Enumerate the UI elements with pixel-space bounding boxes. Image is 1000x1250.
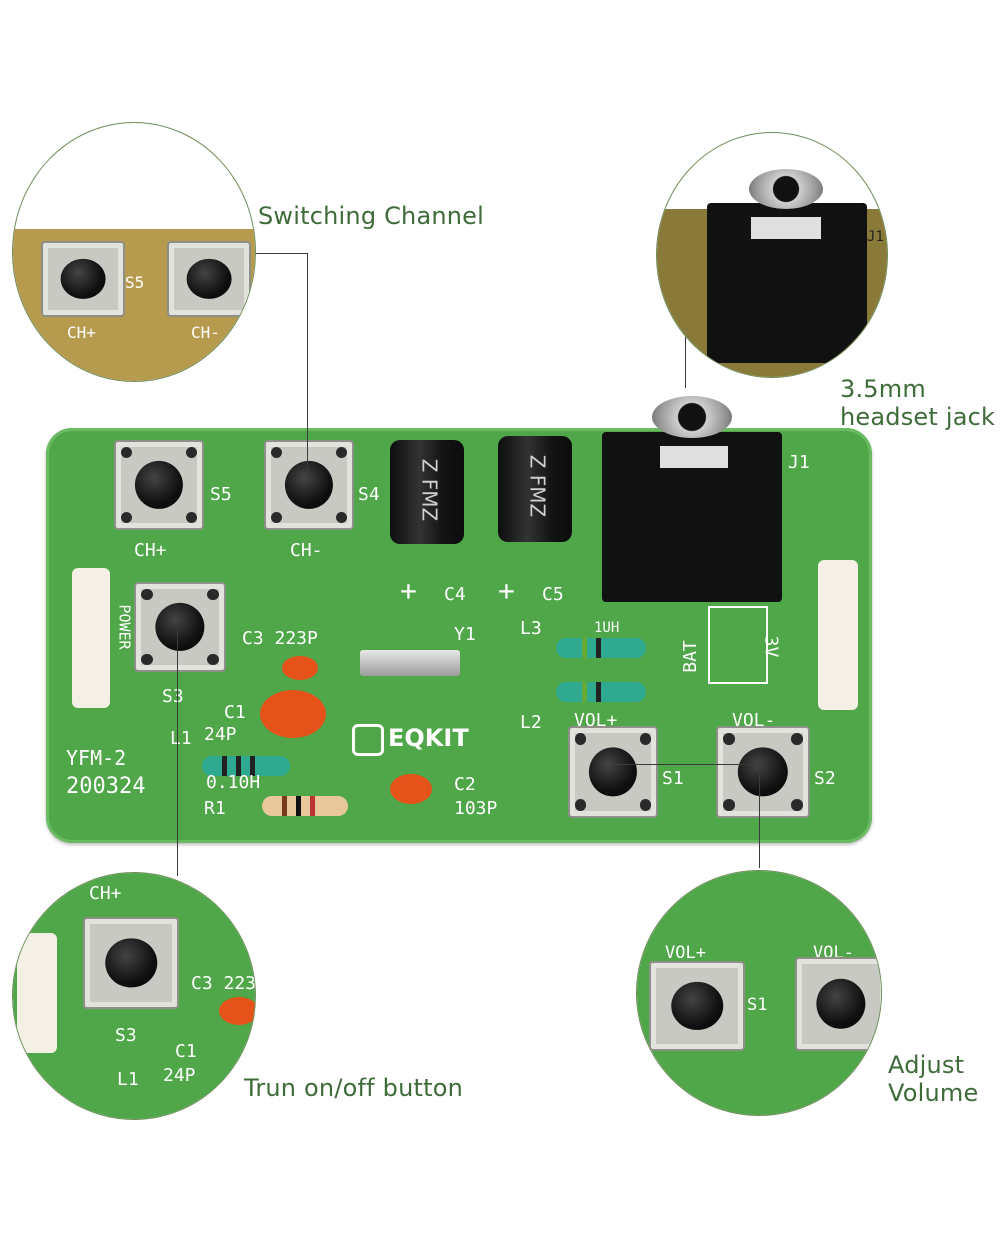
s5-ref: S5 [210, 484, 232, 505]
zoom-vol-minus-button [795, 957, 881, 1051]
inductor-l3 [556, 638, 646, 658]
c4-label: C4 [444, 584, 466, 605]
model-label: YFM-2 [66, 746, 127, 770]
leader-volume-v [759, 764, 760, 868]
zoom-power-lug [17, 933, 57, 1053]
power-button-caption: Trun on/off button [244, 1074, 464, 1102]
zoom-s1-ref: S1 [747, 995, 768, 1015]
c1-label: C1 [224, 702, 246, 723]
r1-label: R1 [204, 798, 226, 819]
left-mounting-lug [72, 568, 110, 708]
crystal-y1 [360, 650, 460, 676]
l1-label: L1 [170, 728, 192, 749]
zoom-s3-ref: S3 [115, 1025, 137, 1046]
c1-value: 24P [204, 724, 237, 745]
l3-label: L3 [520, 618, 542, 639]
zoom-c3-label: C3 223P [191, 973, 256, 994]
pcb-board: S5 CH+ S4 CH- Z FMZ Z FMZ + C4 + C5 J1 B… [46, 396, 872, 843]
s3-ref: S3 [162, 686, 184, 707]
c4-plus: + [400, 574, 417, 607]
right-mounting-lug [818, 560, 858, 710]
zoom-channel-buttons: S5 CH+ CH- [12, 122, 256, 382]
l1-value: 0.10H [206, 772, 261, 793]
c2-value: 103P [454, 798, 498, 819]
j1-label: J1 [788, 452, 810, 473]
leader-channel-v [307, 253, 308, 478]
zoom-ch-plus-label: CH+ [67, 323, 96, 342]
vol-minus-label: VOL- [732, 710, 776, 731]
volume-caption-line2: Volume [888, 1079, 979, 1107]
brand-logo [352, 724, 384, 756]
resistor-r1 [262, 796, 348, 816]
leader-power [177, 628, 178, 876]
c2-label: C2 [454, 774, 476, 795]
zoom-s3-button [83, 917, 179, 1009]
vol-plus-label: VOL+ [574, 710, 618, 731]
s2-ref: S2 [814, 768, 836, 789]
zoom-power-button: CH+ S3 C3 223P C1 24P L1 [12, 872, 256, 1120]
vol-plus-button[interactable] [568, 726, 658, 818]
l2-label: L2 [520, 712, 542, 733]
headset-jack-caption-line2: headset jack [840, 403, 996, 431]
zoom-c1-value: 24P [163, 1065, 196, 1086]
s1-ref: S1 [662, 768, 684, 789]
s4-ref: S4 [358, 484, 380, 505]
ch-plus-button[interactable] [114, 440, 204, 530]
c3-label: C3 223P [242, 628, 318, 649]
inductor-l2 [556, 682, 646, 702]
leader-volume-h [612, 764, 760, 765]
switching-channel-caption: Switching Channel [258, 202, 485, 230]
headset-jack-caption-line1: 3.5mm [840, 375, 926, 403]
zoom-l1-label: L1 [117, 1069, 139, 1090]
zoom-jack-body [707, 169, 867, 363]
l3-value: 1UH [594, 620, 620, 636]
zoom-ch-minus-button [167, 241, 251, 317]
brand-name: EQKIT [388, 724, 469, 752]
zoom-c1-label: C1 [175, 1041, 197, 1062]
headset-jack[interactable] [602, 396, 782, 602]
c5-marking: Z FMZ [525, 454, 550, 518]
ch-plus-label: CH+ [134, 540, 167, 561]
capacitor-c5: Z FMZ [498, 436, 572, 542]
zoom-ch-minus-label: CH- [191, 323, 220, 342]
battery-label: BAT [679, 640, 701, 673]
leader-channel-h [256, 253, 308, 254]
zoom-vol-plus-label: VOL+ [665, 943, 706, 963]
zoom-volume-buttons: VOL+ VOL- S1 [636, 870, 882, 1116]
zoom-ch-plus-text: CH+ [89, 883, 122, 904]
c5-plus: + [498, 574, 515, 607]
inductor-l1 [202, 756, 290, 776]
capacitor-c3 [282, 656, 318, 680]
zoom-c3-cap [219, 997, 255, 1025]
capacitor-c1 [260, 690, 326, 738]
zoom-ch-plus-button [41, 241, 125, 317]
y1-label: Y1 [454, 624, 476, 645]
vol-minus-button[interactable] [716, 726, 810, 818]
c5-label: C5 [542, 584, 564, 605]
ch-minus-button[interactable] [264, 440, 354, 530]
capacitor-c2 [390, 774, 432, 804]
battery-terminal [708, 606, 768, 684]
date-code: 200324 [66, 774, 146, 799]
zoom-vol-plus-button [649, 961, 745, 1051]
zoom-headset-jack: J1 [656, 132, 888, 378]
power-label: POWER [115, 604, 134, 650]
volume-caption-line1: Adjust [888, 1051, 965, 1079]
capacitor-c4: Z FMZ [390, 440, 464, 544]
c4-marking: Z FMZ [417, 458, 442, 522]
zoom-s5-ref: S5 [125, 273, 145, 292]
power-button[interactable] [134, 582, 226, 672]
ch-minus-label: CH- [290, 540, 323, 561]
zoom-j1-label: J1 [867, 229, 884, 245]
